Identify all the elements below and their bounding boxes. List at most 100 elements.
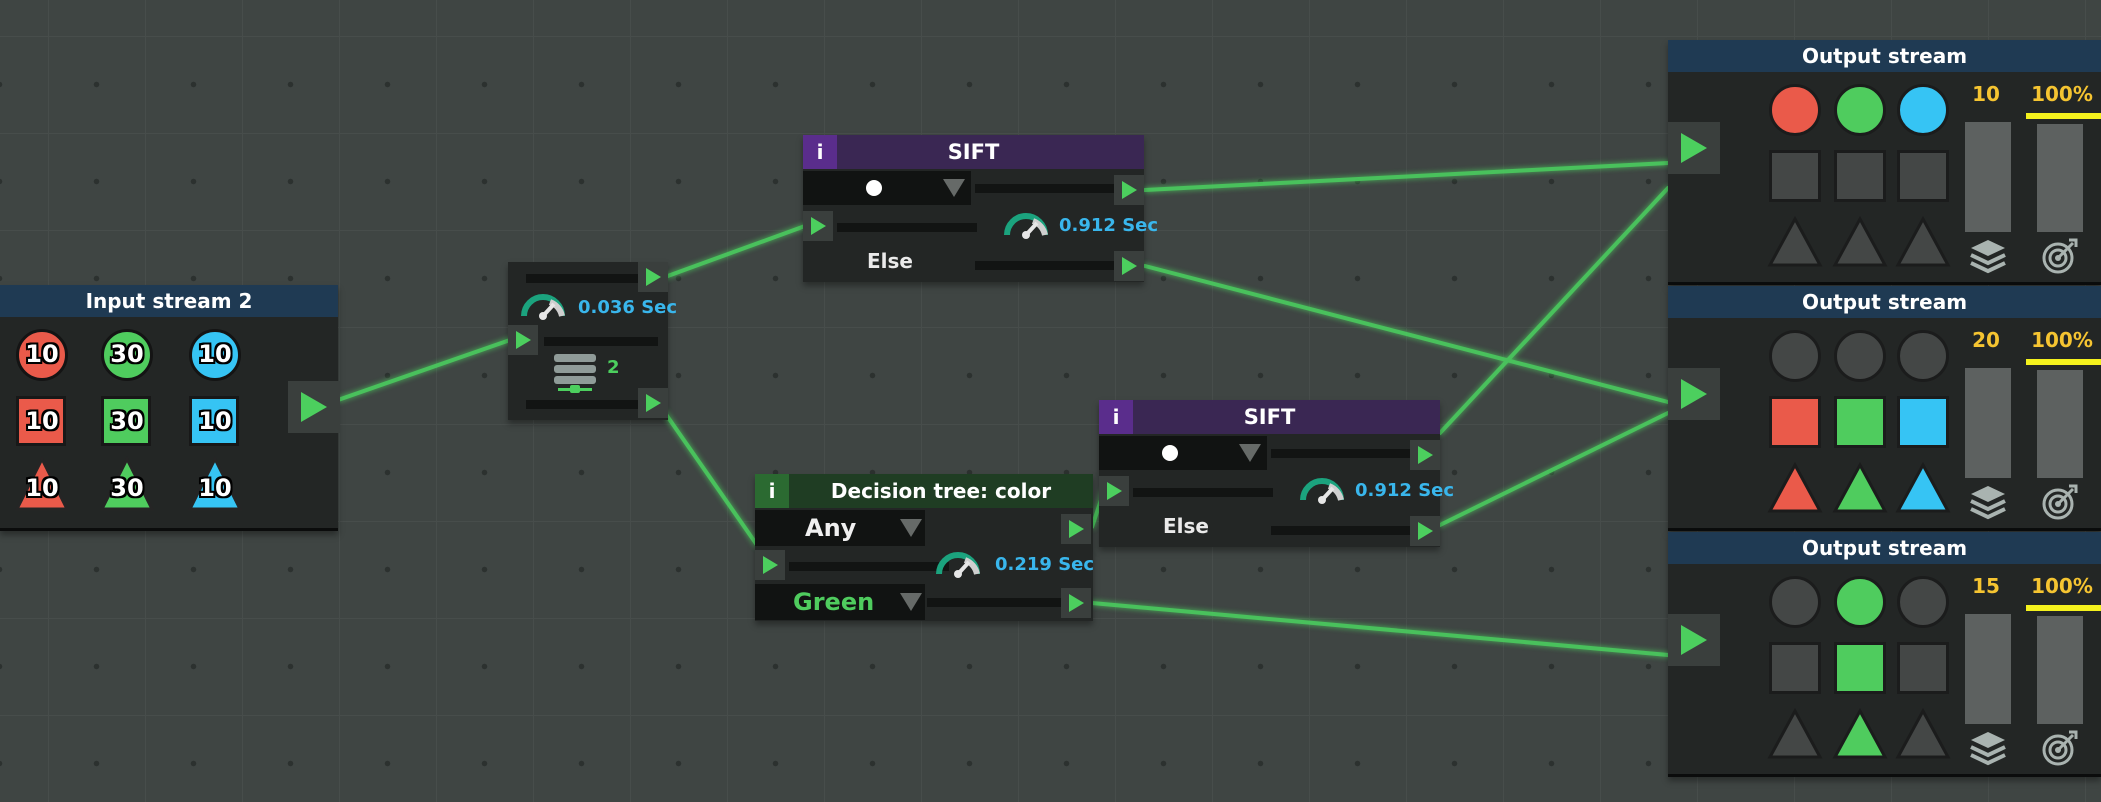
red-circle-icon — [16, 329, 68, 381]
sift-1-match-port[interactable] — [1114, 175, 1144, 205]
output-green-circle-icon — [1834, 84, 1886, 136]
stack-servers-icon — [552, 352, 598, 394]
sift-1-header: SIFT — [803, 135, 1144, 169]
output-gray-triangle-icon — [1895, 707, 1951, 764]
splitter-stack-count: 2 — [607, 357, 620, 378]
wire-decision-out3 — [1090, 601, 1670, 657]
sift-1-speed: 0.912 Sec — [1059, 215, 1159, 236]
sift-1-filter-select[interactable] — [803, 171, 971, 205]
sift-1-else-label: Else — [867, 249, 913, 273]
output-gray-circle-icon — [1769, 576, 1821, 628]
decision-select-top[interactable]: Any — [755, 510, 925, 546]
output-green-square-icon — [1834, 642, 1886, 694]
output-count: 15 — [1972, 574, 2000, 598]
decision-bar-bottom — [927, 598, 1063, 607]
splitter-bar-1 — [526, 274, 644, 283]
output-progress-line — [2026, 359, 2101, 365]
output-gray-triangle-icon — [1832, 215, 1888, 272]
output-gray-triangle-icon — [1767, 215, 1823, 272]
speedometer-icon — [1003, 209, 1049, 239]
decision-speed: 0.219 Sec — [995, 554, 1095, 575]
output-count: 20 — [1972, 328, 2000, 352]
output-stream-title: Output stream — [1801, 290, 1968, 314]
input-item-green-square: 30 — [101, 396, 153, 448]
input-item-count: 10 — [198, 474, 232, 502]
sift-2-in-port[interactable] — [1099, 476, 1129, 506]
input-item-blue-square: 10 — [189, 396, 241, 448]
splitter-out-port-2[interactable] — [638, 388, 668, 418]
sift-1-info-button[interactable]: i — [803, 135, 837, 169]
green-triangle-icon — [99, 455, 155, 516]
output-gray-square-icon — [1834, 150, 1886, 202]
input-item-green-circle: 30 — [101, 329, 153, 381]
output-gray-triangle-icon — [1895, 215, 1951, 272]
output-percent: 100% — [2031, 328, 2093, 352]
speedometer-icon — [1299, 474, 1345, 504]
wire-sift1-out1 — [1143, 161, 1670, 192]
wire-splitter-sift1 — [663, 224, 807, 279]
wire-input-splitter — [336, 338, 512, 402]
input-item-green-triangle: 30 — [99, 455, 155, 512]
wire-sift2-out1 — [1438, 186, 1670, 435]
output-input-port[interactable] — [1668, 614, 1720, 666]
output-red-triangle-icon — [1767, 461, 1823, 518]
output-gray-circle-icon — [1834, 330, 1886, 382]
sift-1-bar-mid — [837, 223, 977, 232]
sift-1-else-port[interactable] — [1114, 251, 1144, 281]
output-green-triangle-icon — [1832, 707, 1888, 764]
chevron-down-icon — [943, 179, 965, 197]
output-count: 10 — [1972, 82, 2000, 106]
output-gray-circle-icon — [1897, 330, 1949, 382]
sift-node-2[interactable]: SIFT i 0.912 Sec Else — [1099, 400, 1454, 547]
decision-tree-node[interactable]: Decision tree: color i Any 0.219 Sec Gre… — [755, 474, 1095, 621]
splitter-bar-3 — [526, 400, 644, 409]
output-green-triangle-icon — [1832, 461, 1888, 518]
output-gray-square-icon — [1769, 642, 1821, 694]
input-item-count: 10 — [25, 340, 59, 368]
output-count-bar — [1965, 122, 2011, 232]
target-accuracy-icon — [2040, 482, 2080, 522]
output-count-bar — [1965, 614, 2011, 724]
sift-2-filter-select[interactable] — [1099, 436, 1267, 470]
sift-2-speed: 0.912 Sec — [1355, 480, 1455, 501]
input-item-red-triangle: 10 — [14, 455, 70, 512]
sift-2-bar-else — [1271, 526, 1411, 535]
splitter-node[interactable]: 0.036 Sec 2 — [508, 262, 677, 420]
input-item-count: 30 — [110, 474, 144, 502]
decision-select-bottom[interactable]: Green — [755, 584, 925, 620]
decision-header: Decision tree: color — [755, 474, 1093, 508]
sift-node-1[interactable]: SIFT i 0.912 Sec Else — [803, 135, 1158, 282]
sift-2-info-button[interactable]: i — [1099, 400, 1133, 434]
input-output-port[interactable] — [288, 381, 340, 433]
blue-triangle-icon — [187, 455, 243, 516]
decision-info-button[interactable]: i — [755, 474, 789, 508]
input-item-red-circle: 10 — [16, 329, 68, 381]
input-item-count: 10 — [25, 474, 59, 502]
sift-1-bar-else — [975, 261, 1115, 270]
decision-bar-mid — [789, 562, 949, 571]
sift-2-bar-top — [1271, 449, 1411, 458]
output-gray-square-icon — [1897, 150, 1949, 202]
output-gray-square-icon — [1897, 642, 1949, 694]
output-percent-bar — [2037, 370, 2083, 478]
sift-2-match-port[interactable] — [1410, 440, 1440, 470]
output-input-port[interactable] — [1668, 122, 1720, 174]
wire-sift1else-out2 — [1143, 264, 1670, 404]
sift-1-in-port[interactable] — [803, 211, 833, 241]
output-green-circle-icon — [1834, 576, 1886, 628]
sift-1-bar-top — [975, 184, 1115, 193]
splitter-out-port-1[interactable] — [638, 262, 668, 292]
input-item-count: 10 — [198, 340, 232, 368]
decision-out-port-1[interactable] — [1061, 514, 1091, 544]
splitter-in-port[interactable] — [508, 325, 538, 355]
output-blue-circle-icon — [1897, 84, 1949, 136]
decision-out-port-2[interactable] — [1061, 588, 1091, 618]
layers-stack-icon — [1968, 728, 2008, 768]
decision-in-port[interactable] — [755, 550, 785, 580]
output-input-port[interactable] — [1668, 368, 1720, 420]
sift-2-else-port[interactable] — [1410, 516, 1440, 546]
